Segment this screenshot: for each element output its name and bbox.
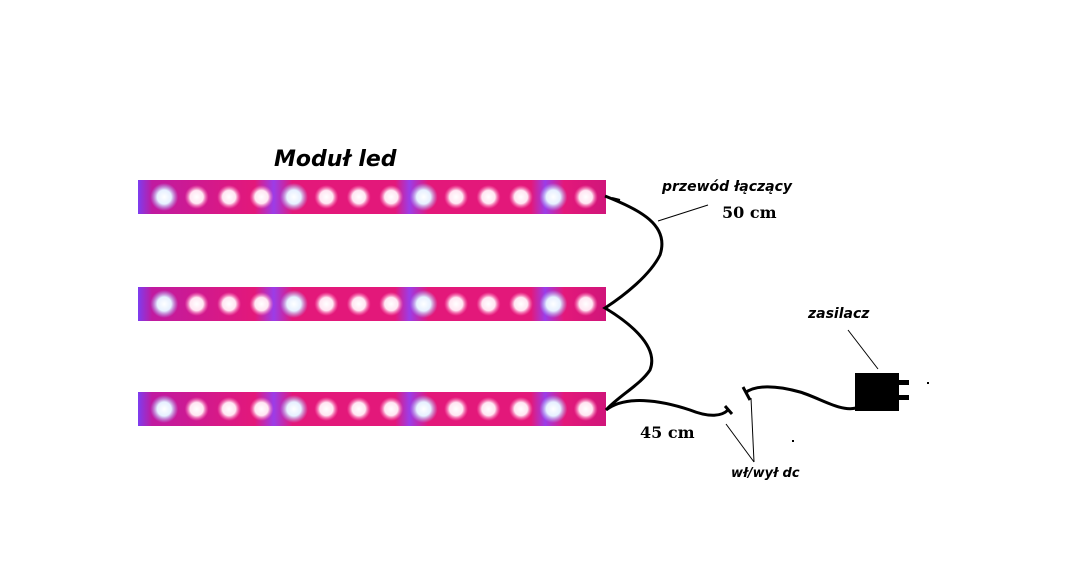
power-supply-prong-2 (899, 395, 909, 400)
led-pink (508, 185, 533, 209)
led-pink (346, 185, 371, 209)
led-pink (508, 397, 533, 421)
led-pink (476, 292, 501, 316)
connecting-wire (602, 194, 664, 412)
led-pink (217, 185, 242, 209)
switch-left-end (723, 405, 734, 415)
led-pink (314, 292, 339, 316)
led-white (150, 290, 179, 318)
supply-wire (744, 385, 857, 411)
led-pink (184, 185, 209, 209)
stray-dot (927, 382, 929, 384)
led-white (279, 290, 308, 318)
led-pink (573, 185, 598, 209)
led-pink (508, 292, 533, 316)
led-pink (573, 292, 598, 316)
led-pink (379, 397, 404, 421)
led-pink (314, 397, 339, 421)
led-white (150, 183, 179, 211)
lead-wire (605, 399, 730, 417)
led-strip (138, 392, 606, 426)
led-white (409, 395, 438, 423)
led-white (539, 290, 568, 318)
led-white (409, 290, 438, 318)
led-pink (444, 397, 469, 421)
led-white (150, 395, 179, 423)
switch-right-end (741, 386, 752, 401)
title-label: Moduł led (274, 147, 397, 172)
led-pink (346, 397, 371, 421)
led-pink (249, 292, 274, 316)
led-pink (444, 185, 469, 209)
led-strip (138, 180, 606, 214)
led-pink (314, 185, 339, 209)
connecting-wire-length: 50 cm (722, 203, 777, 222)
leader-line-switch-2 (750, 397, 755, 463)
led-pink (379, 185, 404, 209)
wire-tick-1 (611, 197, 621, 201)
lead-length-label: 45 cm (640, 423, 695, 442)
led-pink (184, 397, 209, 421)
leader-line-wire (657, 204, 709, 222)
power-supply-prong-1 (899, 380, 909, 385)
led-pink (379, 292, 404, 316)
led-white (409, 183, 438, 211)
led-pink (217, 292, 242, 316)
led-pink (444, 292, 469, 316)
led-pink (249, 185, 274, 209)
connecting-wire-label: przewód łączący (661, 179, 793, 195)
led-white (279, 395, 308, 423)
led-pink (346, 292, 371, 316)
led-white (279, 183, 308, 211)
led-white (539, 395, 568, 423)
led-pink (476, 185, 501, 209)
leader-line-switch-1 (725, 423, 755, 463)
power-supply-label: zasilacz (807, 306, 870, 322)
led-pink (573, 397, 598, 421)
leader-line-supply (847, 329, 879, 370)
led-pink (476, 397, 501, 421)
led-white (539, 183, 568, 211)
led-pink (184, 292, 209, 316)
stray-dot-2 (792, 440, 794, 442)
led-strip (138, 287, 606, 321)
led-pink (249, 397, 274, 421)
switch-label: wł/wył dc (731, 466, 800, 481)
power-supply-body (855, 373, 899, 411)
led-pink (217, 397, 242, 421)
